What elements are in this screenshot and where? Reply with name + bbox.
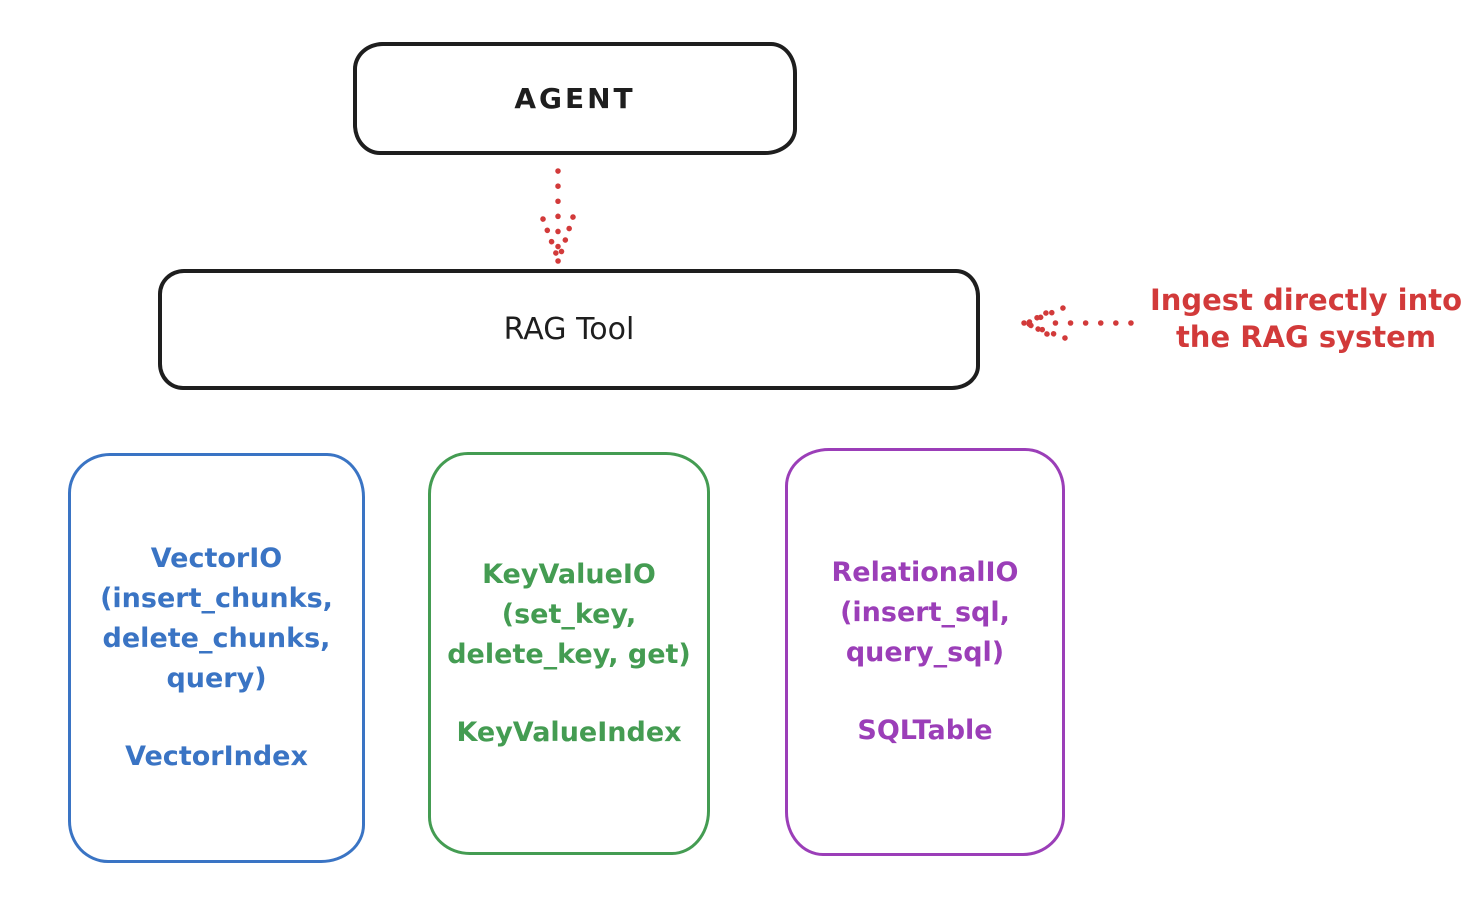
vector-index-label: VectorIndex (125, 741, 308, 772)
sql-table-label: SQLTable (857, 715, 993, 746)
keyvalue-index-label: KeyValueIndex (456, 716, 682, 748)
annotation: Ingest directly into the RAG system (1135, 282, 1477, 356)
annotation-line-2: the RAG system (1175, 320, 1437, 354)
store-line: (set_key, (501, 598, 637, 630)
store-card-vector-io: VectorIO (insert_chunks, delete_chunks, … (68, 453, 365, 863)
store-card-keyvalue-io: KeyValueIO (set_key, delete_key, get) Ke… (428, 452, 710, 855)
rag-tool-label: RAG Tool (503, 312, 635, 347)
store-line: (insert_sql, (840, 597, 1010, 628)
store-line: KeyValueIO (482, 558, 656, 590)
store-line: delete_key, get) (447, 638, 691, 670)
relational-io-methods: RelationalIO (insert_sql, query_sql) (832, 553, 1019, 673)
store-card-relational-io: RelationalIO (insert_sql, query_sql) SQL… (785, 448, 1065, 856)
store-line: (insert_chunks, (100, 583, 333, 614)
store-line: query) (166, 663, 267, 694)
store-line: RelationalIO (831, 557, 1019, 588)
store-line: delete_chunks, (102, 623, 331, 654)
store-line: query_sql) (845, 637, 1005, 668)
agent-box: AGENT (353, 42, 797, 155)
agent-to-ragtool-arrow (540, 168, 576, 264)
annotation-line-1: Ingest directly into (1149, 283, 1463, 317)
keyvalue-io-methods: KeyValueIO (set_key, delete_key, get) (447, 555, 691, 675)
annotation-to-ragtool-arrow (1021, 305, 1134, 341)
store-line: VectorIO (150, 543, 283, 574)
rag-tool-box: RAG Tool (158, 269, 980, 390)
agent-label: AGENT (514, 82, 636, 115)
vector-io-methods: VectorIO (insert_chunks, delete_chunks, … (100, 539, 333, 699)
